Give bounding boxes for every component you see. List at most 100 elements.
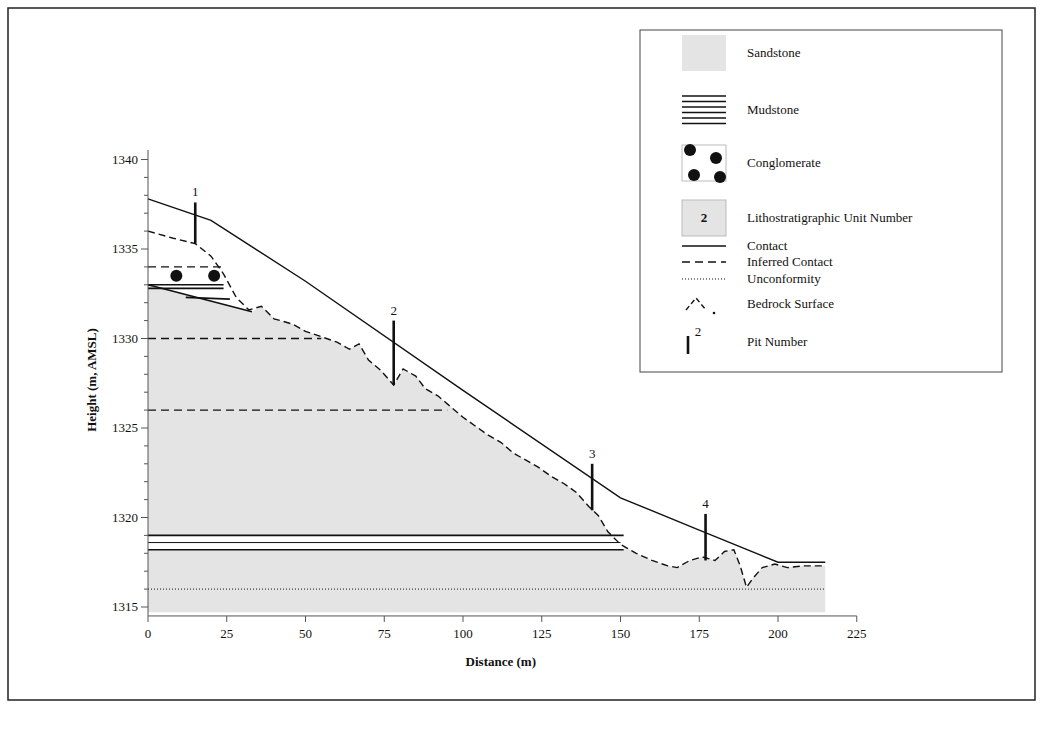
pebble — [208, 270, 220, 282]
legend-unit-box — [682, 200, 726, 236]
legend-mudstone — [682, 112, 726, 114]
y-tick — [144, 499, 148, 500]
legend-text: Bedrock Surface — [747, 297, 834, 311]
x-tick — [305, 616, 306, 622]
mudstone-wedge — [148, 285, 252, 312]
x-tick — [463, 616, 464, 622]
pit-marker — [591, 464, 594, 511]
legend-mudstone — [682, 117, 726, 119]
legend-text: Pit Number — [747, 335, 807, 349]
y-axis — [148, 150, 149, 616]
x-tick — [620, 616, 621, 622]
x-tick-label: 175 — [690, 627, 710, 641]
legend-text: Sandstone — [747, 46, 800, 60]
mudstone-band — [148, 535, 624, 549]
mudstone-line — [148, 535, 624, 537]
y-tick — [144, 266, 148, 267]
x-tick-label: 225 — [847, 627, 867, 641]
legend-mudstone — [682, 106, 726, 108]
legend-bedrock — [686, 298, 706, 310]
x-tick-label: 50 — [299, 627, 312, 641]
x-tick-label: 0 — [145, 627, 152, 641]
legend-pebble — [714, 171, 726, 183]
legend-line — [682, 279, 726, 280]
x-tick-label: 125 — [532, 627, 552, 641]
legend-swatch — [682, 35, 726, 71]
y-tick-label: 1325 — [112, 421, 138, 435]
y-tick — [144, 410, 148, 411]
y-tick — [141, 607, 148, 608]
pit-number: 4 — [702, 497, 709, 511]
y-tick-label: 1330 — [112, 331, 138, 345]
legend-text: Conglomerate — [747, 156, 821, 170]
x-tick — [541, 616, 542, 622]
y-tick — [141, 517, 148, 518]
mudstone-line — [148, 542, 621, 543]
y-tick — [144, 284, 148, 285]
y-tick — [144, 374, 148, 375]
axis-title: Height (m, AMSL) — [85, 328, 99, 432]
legend-mudstone — [682, 95, 726, 97]
legend-mudstone — [682, 101, 726, 103]
y-tick — [144, 320, 148, 321]
legend-text: Unconformity — [747, 272, 821, 286]
x-tick — [778, 616, 779, 622]
y-tick — [144, 589, 148, 590]
y-tick — [144, 356, 148, 357]
pit-marker — [704, 514, 707, 561]
x-tick — [856, 616, 857, 622]
inferred-contact — [148, 266, 224, 267]
y-tick — [144, 302, 148, 303]
unconformity — [148, 589, 825, 590]
x-tick-label: 75 — [378, 627, 391, 641]
y-tick-label: 1315 — [112, 600, 138, 614]
legend-bedrock — [713, 312, 716, 315]
legend-sample-number: 2 — [701, 211, 708, 225]
y-tick — [141, 249, 148, 250]
legend-pebble — [710, 152, 722, 164]
y-tick — [144, 195, 148, 196]
pit-marker — [392, 321, 395, 385]
x-tick — [384, 616, 385, 622]
pit-number: 3 — [589, 447, 596, 461]
legend-line — [682, 261, 726, 262]
legend-sample-number: 2 — [695, 325, 702, 339]
y-tick — [144, 231, 148, 232]
y-tick — [144, 535, 148, 536]
y-tick — [144, 571, 148, 572]
y-tick — [144, 481, 148, 482]
x-tick — [148, 616, 149, 622]
legend-text: Mudstone — [747, 103, 799, 117]
x-tick-label: 150 — [611, 627, 631, 641]
y-tick — [144, 463, 148, 464]
y-tick — [144, 553, 148, 554]
x-tick-label: 200 — [768, 627, 788, 641]
y-tick-label: 1340 — [112, 152, 138, 166]
y-tick — [144, 392, 148, 393]
y-tick — [141, 338, 148, 339]
legend-mudstone — [682, 123, 726, 125]
x-tick — [226, 616, 227, 622]
mudstone-wedge — [148, 284, 224, 286]
legend-pebble — [688, 169, 700, 181]
x-tick-label: 100 — [453, 627, 473, 641]
mudstone-line — [148, 549, 624, 551]
inferred-contact — [148, 338, 321, 339]
conglomerate-unit — [148, 267, 224, 285]
pit-marker — [194, 202, 197, 243]
legend-text: Contact — [747, 239, 787, 253]
inferred-contact — [148, 409, 447, 410]
legend-line — [682, 245, 726, 246]
y-tick — [144, 177, 148, 178]
y-tick — [144, 445, 148, 446]
pit-number: 1 — [192, 185, 199, 199]
x-tick — [699, 616, 700, 622]
x-tick-label: 25 — [220, 627, 233, 641]
pit-number: 2 — [390, 303, 397, 317]
legend-text: Inferred Contact — [747, 255, 833, 269]
x-axis — [148, 615, 857, 616]
legend-pebble — [684, 144, 696, 156]
mudstone-wedge — [186, 297, 230, 299]
